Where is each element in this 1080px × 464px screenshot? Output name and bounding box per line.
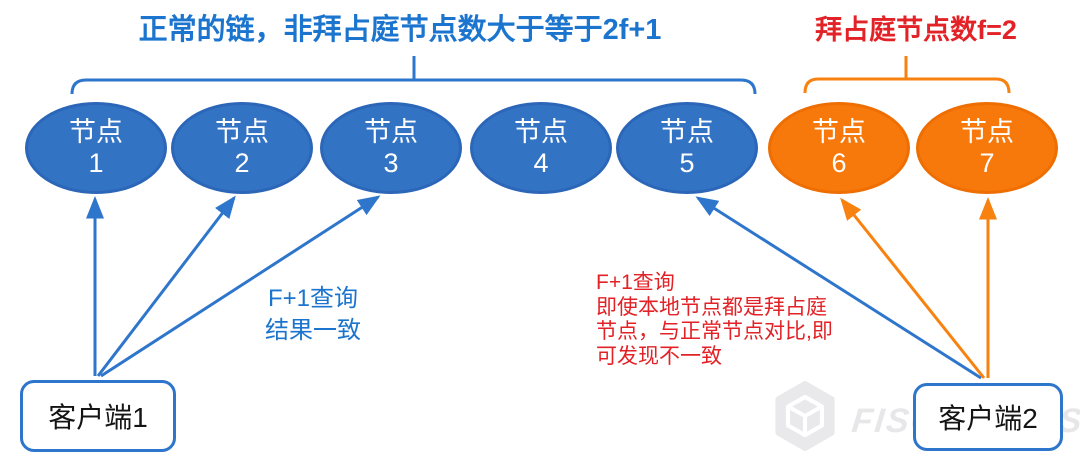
node-1-number: 1	[88, 148, 104, 178]
node-6-number: 6	[831, 148, 847, 178]
node-4-number: 4	[533, 148, 549, 178]
client-1-box: 客户端1	[20, 380, 176, 452]
title-normal-chain: 正常的链，非拜占庭节点数大于等于2f+1	[138, 14, 662, 46]
client-2-label: 客户端2	[938, 403, 1038, 434]
node-6: 节点 6	[768, 102, 910, 194]
node-3-label: 节点	[364, 117, 418, 147]
note-consistent-result: F+1查询 结果一致	[265, 285, 361, 344]
node-1-label: 节点	[69, 117, 123, 147]
node-6-label: 节点	[812, 117, 866, 147]
arrow-client1-to-node3	[100, 195, 381, 378]
node-3-number: 3	[383, 148, 399, 178]
node-4: 节点 4	[470, 102, 612, 194]
arrow-client1-to-node2	[96, 195, 236, 377]
node-2-number: 2	[234, 148, 250, 178]
fisco-bcos-logo-icon	[775, 380, 835, 452]
node-7-number: 7	[979, 148, 995, 178]
arrow-client2-to-node6	[840, 197, 986, 379]
node-7: 节点 7	[916, 102, 1058, 194]
node-1: 节点 1	[25, 102, 167, 194]
node-3: 节点 3	[320, 102, 462, 194]
arrow-client2-to-node5	[695, 196, 982, 380]
node-7-label: 节点	[960, 117, 1014, 147]
note-byzantine-detection: F+1查询 即使本地节点都是拜占庭 节点，与正常节点对比,即 可发现不一致	[596, 271, 833, 368]
node-5-number: 5	[679, 148, 695, 178]
bracket-normal-nodes	[70, 78, 757, 95]
node-5: 节点 5	[616, 102, 758, 194]
node-2-label: 节点	[215, 117, 269, 147]
bracket-byzantine-nodes	[803, 77, 1011, 94]
client-1-label: 客户端1	[48, 402, 148, 433]
node-4-label: 节点	[514, 117, 568, 147]
title-byzantine: 拜占庭节点数f=2	[815, 15, 1017, 45]
node-5-label: 节点	[660, 117, 714, 147]
client-2-box: 客户端2	[913, 383, 1063, 451]
node-2: 节点 2	[171, 102, 313, 194]
